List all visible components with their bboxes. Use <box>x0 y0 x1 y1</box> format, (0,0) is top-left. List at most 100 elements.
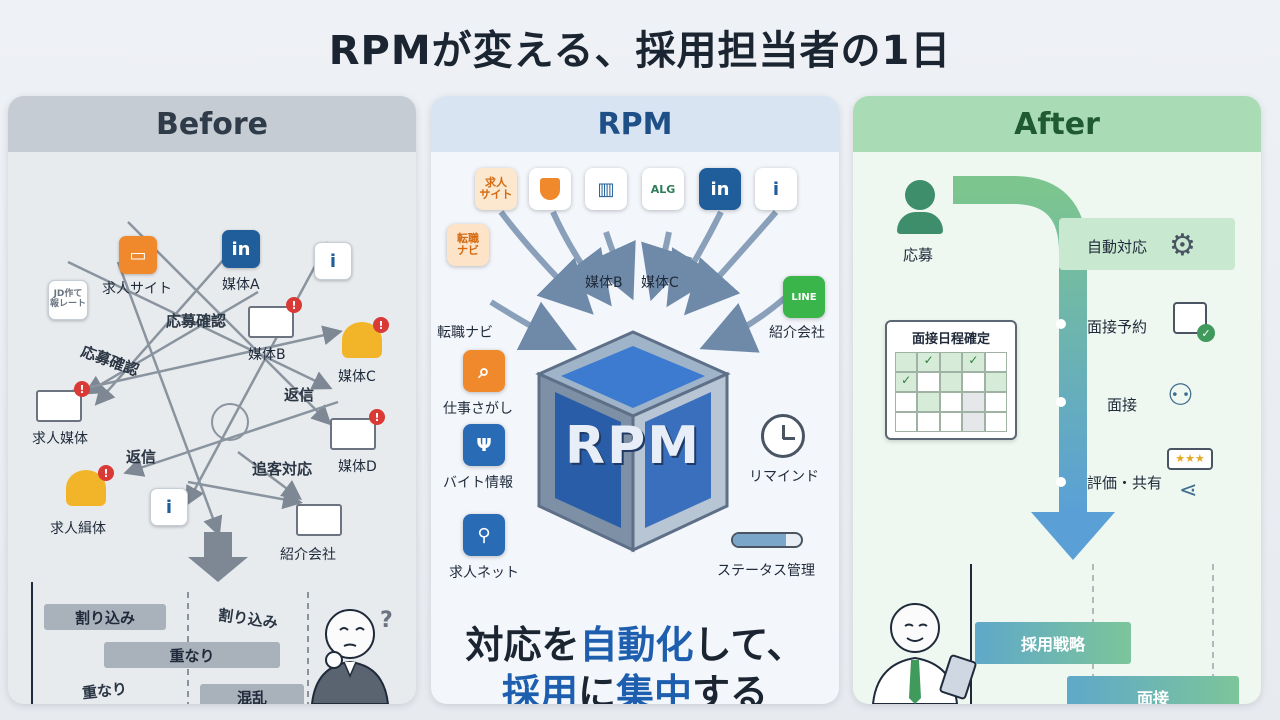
gantt-bar-interrupt: 割り込み <box>44 604 166 630</box>
info-source-icon: i <box>755 168 797 210</box>
info-icon: i <box>150 488 188 526</box>
alert-badge: ! <box>286 297 302 313</box>
calendar-grid: ✓ ✓ ✓ <box>895 352 1007 432</box>
flow-arrow <box>116 261 223 537</box>
media-d-label: 媒体D <box>338 459 377 475</box>
line-icon: LINE <box>783 276 825 318</box>
bar-interview: 面接 <box>1067 676 1239 704</box>
flow-arrow <box>123 400 339 477</box>
before-header: Before <box>8 96 416 152</box>
flow-arrow <box>185 241 330 507</box>
inflow-arrow <box>641 231 693 302</box>
building-source-icon: ▥ <box>585 168 627 210</box>
check-icon: ✓ <box>1197 324 1215 342</box>
flow-arrow <box>67 260 333 390</box>
tenshoku-navi-label: 転職ナビ <box>437 325 493 341</box>
media-b-label: 媒体B <box>248 347 286 363</box>
after-body: 応募 自動対応 ⚙ 面接予約 ✓ 面接 ⚇ 評価・共有 ★★★ ⋖ 面接日程確定… <box>853 152 1261 704</box>
gear-icon: ⚙ <box>1169 228 1196 263</box>
mail-icon <box>296 504 342 536</box>
chaos-knot <box>211 403 249 441</box>
after-header: After <box>853 96 1261 152</box>
rpm-media-c-label: 媒体C <box>641 275 679 291</box>
flow-arrow <box>237 451 302 500</box>
share-icon: ⋖ <box>1179 478 1198 503</box>
mail-icon <box>248 306 294 338</box>
remind-label: リマインド <box>749 469 819 485</box>
media-c-label: 媒体C <box>338 369 376 385</box>
flow-arrow <box>187 480 303 510</box>
cube-label: RPM <box>565 416 701 476</box>
applicant-body-icon <box>897 212 943 234</box>
interview-booking-label: 面接予約 <box>1087 318 1148 336</box>
flow-arrow <box>67 325 343 394</box>
recruiter-with-tablet-illustration <box>871 603 977 704</box>
after-flow-arrow <box>953 176 1235 704</box>
job-media-2-label: 求人緝体 <box>50 521 106 537</box>
rpm-inflow-arrows <box>489 210 788 353</box>
kyujin-net-label: 求人ネット <box>449 565 519 581</box>
evaluate-label: 評価・共有 <box>1087 474 1163 492</box>
applicant-icon <box>905 180 935 210</box>
mail-icon <box>36 390 82 422</box>
job-media-label: 求人媒体 <box>32 431 88 447</box>
inflow-arrow <box>683 210 779 316</box>
flow-label-reply: 返信 <box>126 448 157 466</box>
alert-badge: ! <box>74 381 90 397</box>
alert-badge: ! <box>369 409 385 425</box>
after-panel: After 応募 自動対応 ⚙ 面接予約 ✓ <box>853 96 1261 704</box>
flow-arrow <box>127 221 332 426</box>
inflow-arrow <box>498 210 594 315</box>
inflow-arrow <box>586 231 636 301</box>
job-site-source-icon: 求人 サイト <box>475 168 517 210</box>
interview-label: 面接 <box>1107 396 1138 414</box>
meeting-icon: ⚇ <box>1167 378 1194 413</box>
apply-label: 応募 <box>903 246 934 264</box>
status-progress-bar <box>731 532 803 548</box>
flow-label-confirm: 応募確認 <box>166 312 227 330</box>
agency-label: 紹介会社 <box>280 547 336 563</box>
linkedin-icon: in <box>222 230 260 268</box>
rpm-header: RPM <box>431 96 839 152</box>
job-site-icon: ▭ <box>119 236 157 274</box>
bar-recruit-strategy: 採用戦略 <box>975 622 1131 664</box>
job-site-label: 求人サイト <box>102 281 172 297</box>
flow-arrow <box>83 290 259 395</box>
rpm-media-b-label: 媒体B <box>585 275 623 291</box>
alert-badge: ! <box>373 317 389 333</box>
mail-icon <box>330 418 376 450</box>
tagline-line-1: 対応を自動化して、 <box>465 623 805 667</box>
gantt-bar-chaos: 混乱 <box>200 684 304 704</box>
fork-knife-icon: Ψ <box>463 424 505 466</box>
page-title: RPMが変える、採用担当者の1日 <box>328 28 952 74</box>
media-a-label: 媒体A <box>222 277 260 293</box>
baito-label: バイト情報 <box>443 475 513 491</box>
person-search-icon: ⚲ <box>463 514 505 556</box>
jd-report-icon: JD作て 報レート <box>48 280 88 320</box>
confused-person-illustration <box>310 609 390 704</box>
rpm-body: 求人 サイト ▥ 媒体B ALG 媒体C in i 転職 ナビ 転職ナビ LIN… <box>431 152 839 704</box>
tagline-line-2: 採用に集中する <box>501 671 769 704</box>
status-label: ステータス管理 <box>717 563 815 579</box>
inflow-arrow <box>489 299 578 351</box>
interview-calendar-card: 面接日程確定 ✓ ✓ ✓ <box>885 320 1017 440</box>
rpm-cube-illustration <box>535 330 731 553</box>
gantt-bar-overlap: 重なり <box>104 642 280 668</box>
tenshoku-navi-icon: 転職 ナビ <box>447 224 489 266</box>
question-mark: ? <box>380 608 393 633</box>
inflow-arrow <box>699 294 788 353</box>
shield-source-icon <box>529 168 571 210</box>
inflow-arrow <box>666 210 724 308</box>
rating-icon: ★★★ <box>1167 448 1213 470</box>
linkedin-source-icon: in <box>699 168 741 210</box>
shigoto-label: 仕事さがし <box>443 401 513 417</box>
alert-badge: ! <box>98 465 114 481</box>
rpm-panel: RPM 求人 サイト ▥ 媒体B ALG 媒体C in <box>431 96 839 704</box>
flow-label-reply: 返信 <box>284 386 315 404</box>
search-icon: ⌕ <box>463 350 505 392</box>
down-arrow <box>188 532 248 582</box>
flow-label-followup: 追客対応 <box>252 460 313 478</box>
auto-response-label: 自動対応 <box>1087 238 1148 256</box>
before-panel: Before <box>8 96 416 704</box>
clock-icon <box>761 414 805 458</box>
